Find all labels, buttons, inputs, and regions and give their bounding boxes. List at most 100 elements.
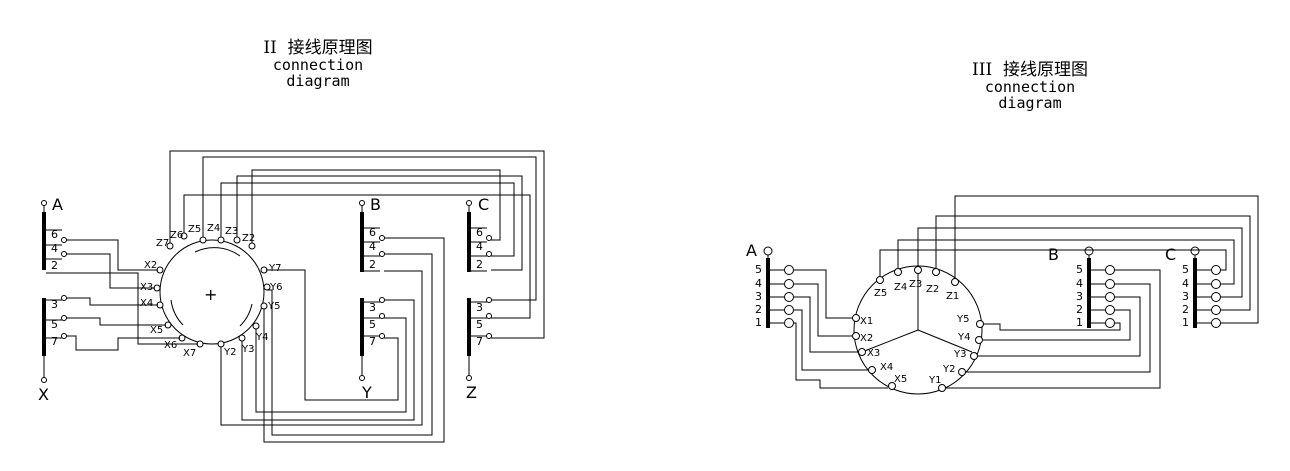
ring-label-z2: Z2: [242, 233, 255, 244]
bar-c-upper: [467, 212, 471, 272]
tap-c-7: 7: [476, 335, 483, 348]
terminal-rc: [1190, 246, 1200, 256]
terminal-b: [359, 200, 365, 206]
pin-y3: [238, 334, 246, 342]
pin-y2: [958, 368, 966, 376]
left-center-mark: +: [204, 285, 217, 304]
tap-b-3: 3: [369, 301, 376, 314]
tap-c-6: 6: [476, 226, 483, 239]
ring-label-y2: Y2: [223, 347, 236, 358]
pin-z4: [217, 236, 225, 244]
bar-rc: [1193, 258, 1197, 328]
right-ring-pins: [852, 266, 984, 392]
terminal-z: [466, 375, 472, 381]
bar-b-lower: [360, 298, 364, 356]
ring-label-y2: Y2: [942, 364, 955, 375]
ring-label-z4: Z4: [894, 282, 907, 293]
terminal-x: [41, 377, 47, 383]
ring-label-x1: X1: [860, 316, 873, 327]
pin-z2: [932, 268, 940, 276]
left-ring-pins: [153, 232, 271, 348]
tap-rc-4: 4: [1182, 277, 1189, 290]
bar-c-lower: [467, 298, 471, 356]
ring-label-z6: Z6: [170, 230, 183, 241]
pin-z5: [876, 276, 884, 284]
label-b: B: [370, 195, 381, 214]
label-rc: C: [1165, 245, 1176, 264]
label-z: Z: [466, 383, 477, 402]
tap-rb-5: 5: [1076, 263, 1083, 276]
tap-c-4: 4: [476, 240, 483, 253]
tap-a-6: 6: [51, 228, 58, 241]
ring-label-x5: X5: [894, 374, 907, 385]
pin-x2: [852, 332, 860, 340]
pin-z3: [233, 236, 241, 244]
tap-a-7: 7: [51, 335, 58, 348]
ring-label-z5: Z5: [874, 288, 887, 299]
pin-z5: [199, 236, 207, 244]
tap-c-3: 3: [476, 301, 483, 314]
tap-b-4: 4: [369, 240, 376, 253]
terminal-a: [41, 200, 47, 206]
title-right: III 接线原理图 connection diagram: [935, 60, 1125, 112]
right-phase-c: C 5 4 3 2 1: [1165, 245, 1221, 329]
tap-rb-1: 1: [1076, 316, 1083, 329]
pin-z3: [914, 266, 922, 274]
ring-label-z2: Z2: [926, 284, 939, 295]
title-right-en-2: diagram: [998, 93, 1062, 112]
title-right-cn: III 接线原理图: [972, 60, 1088, 80]
bar-ra: [766, 258, 770, 328]
ring-label-x5: X5: [150, 325, 163, 336]
tap-rc-3: 3: [1182, 290, 1189, 303]
pin-y4: [252, 322, 260, 330]
tap-b-2: 2: [369, 258, 376, 271]
tap-b-7: 7: [369, 335, 376, 348]
tap-a-5: 5: [51, 318, 58, 331]
label-x: X: [38, 385, 49, 404]
left-phase-c: C Z 6 4 2 3 5 7: [466, 195, 492, 402]
ring-label-z1: Z1: [946, 291, 959, 302]
ring-label-y3: Y3: [241, 344, 254, 355]
tap-a-4: 4: [51, 242, 58, 255]
tap-rb-2: 2: [1076, 303, 1083, 316]
ring-label-y5: Y5: [267, 301, 280, 312]
ring-label-y5: Y5: [956, 314, 969, 325]
tap-ra-4: 4: [755, 277, 762, 290]
tap-rb-3: 3: [1076, 290, 1083, 303]
tap-rc-1: 1: [1182, 316, 1189, 329]
bar-a-lower: [42, 298, 46, 356]
pin-z1: [951, 278, 959, 286]
ring-label-y6: Y6: [269, 282, 282, 293]
ring-label-y3: Y3: [953, 349, 966, 360]
terminal-rb: [1084, 246, 1094, 256]
tap-ra-2: 2: [755, 303, 762, 316]
label-rb: B: [1048, 245, 1059, 264]
terminal-y: [359, 375, 365, 381]
diagram-left: + Z7 Z6 Z5 Z4 Z3: [38, 150, 545, 443]
left-arc-leftbottom: [170, 299, 184, 326]
pin-y3: [970, 352, 978, 360]
ring-label-z4: Z4: [207, 223, 220, 234]
ring-label-x4: X4: [880, 362, 893, 373]
wye-leg-right: [917, 329, 973, 353]
pin-x1: [852, 314, 860, 322]
ring-label-x2: X2: [860, 333, 873, 344]
tap-ra-1: 1: [755, 316, 762, 329]
tap-rc-5: 5: [1182, 263, 1189, 276]
ring-label-y7: Y7: [268, 263, 281, 274]
tap-ra-3: 3: [755, 290, 762, 303]
terminal-ra: [763, 246, 773, 256]
tap-ra-5: 5: [755, 263, 762, 276]
label-ra: A: [746, 241, 757, 260]
pin-y4: [975, 336, 983, 344]
tap-rb-4: 4: [1076, 277, 1083, 290]
terminal-c: [466, 200, 472, 206]
ring-label-z3: Z3: [225, 226, 238, 237]
right-wiring: [794, 195, 1259, 389]
ring-label-x7: X7: [183, 348, 196, 359]
ring-label-z3: Z3: [909, 279, 922, 290]
title-left-cn: II 接线原理图: [263, 38, 373, 58]
tap-b-5: 5: [369, 318, 376, 331]
left-winding-ring: [159, 239, 265, 345]
